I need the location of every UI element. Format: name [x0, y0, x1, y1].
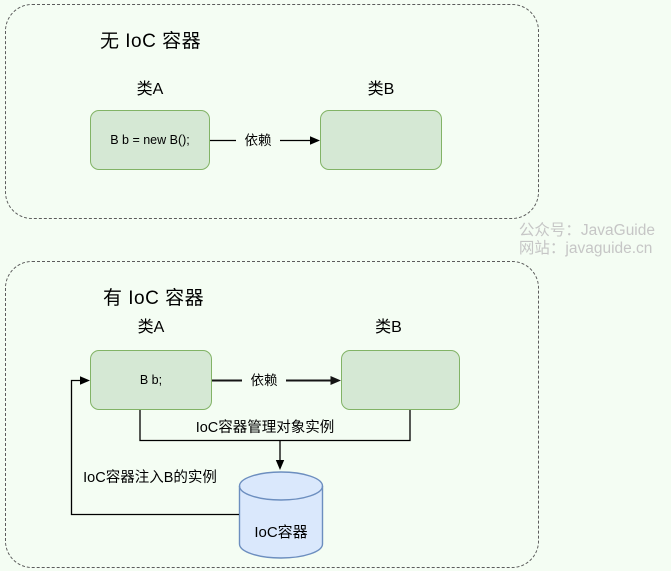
manage-instances-label: IoC容器管理对象实例 [195, 420, 335, 436]
section-with-ioc-title: 有 IoC 容器 [103, 288, 205, 309]
no-ioc-class-b-box [320, 110, 442, 170]
watermark-line1: 公众号：JavaGuide [518, 222, 655, 239]
with-ioc-class-b-box [341, 350, 460, 410]
section-with-ioc-container [5, 261, 539, 568]
with-ioc-class-a-code: B b; [139, 373, 163, 387]
with-ioc-class-a-label: 类A [137, 319, 165, 336]
no-ioc-class-a-label: 类A [136, 81, 164, 98]
watermark-line2: 网站：javaguide.cn [518, 240, 653, 257]
with-ioc-dependency-label: 依赖 [242, 372, 286, 389]
section-no-ioc-title: 无 IoC 容器 [100, 31, 202, 52]
inject-instance-label: IoC容器注入B的实例 [83, 470, 217, 486]
no-ioc-class-a-box: B b = new B(); [90, 110, 210, 170]
with-ioc-class-b-label: 类B [375, 319, 402, 336]
with-ioc-class-a-box: B b; [90, 350, 212, 410]
no-ioc-class-b-label: 类B [367, 81, 395, 98]
ioc-container-label: IoC容器 [254, 524, 308, 541]
watermark: 公众号：JavaGuide 网站：javaguide.cn [519, 222, 655, 258]
ioc-container-cylinder [238, 470, 324, 560]
no-ioc-class-a-code: B b = new B(); [110, 133, 190, 147]
cylinder-shape-icon [238, 471, 324, 559]
section-no-ioc-container [5, 4, 539, 219]
no-ioc-dependency-label: 依赖 [236, 132, 280, 149]
